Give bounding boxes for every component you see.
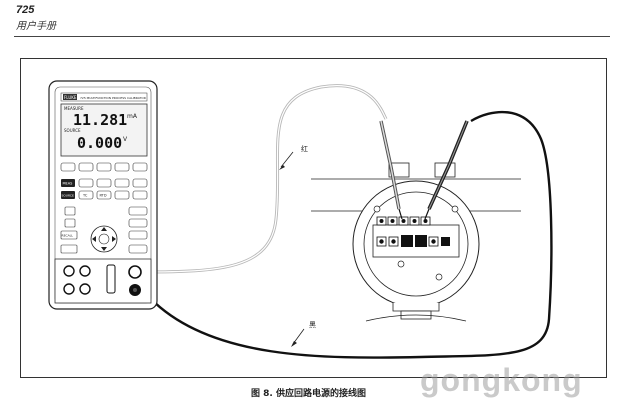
wire-red-pointer (280, 151, 294, 168)
mount-screw-icon (397, 260, 405, 268)
side-key-3[interactable] (128, 230, 148, 240)
mount-screw-icon (451, 205, 459, 213)
jack-3[interactable] (63, 283, 75, 295)
lcd-source-unit: V (123, 136, 128, 143)
source-key[interactable] (61, 191, 75, 199)
recall-key-label: RECALL (62, 234, 74, 238)
side-key-1[interactable] (128, 206, 148, 216)
side-key-4[interactable] (128, 244, 148, 254)
rtd-key-label: RTD (100, 194, 107, 198)
figure-frame: 红 黑 FLUKE 725 MULTIFUNCTION PROCESS CALI… (20, 58, 607, 378)
function-key-3[interactable] (114, 162, 130, 172)
setup-key[interactable] (64, 218, 76, 228)
up-arrow-key[interactable] (132, 178, 148, 188)
lcd-measure-value: 11.281 (73, 111, 127, 129)
meas-key[interactable] (61, 179, 75, 187)
wiring-diagram: 红 黑 FLUKE 725 MULTIFUNCTION PROCESS CALI… (48, 80, 553, 359)
source-key-label: SOURCE (62, 194, 74, 198)
manual-subtitle: 用户手册 (16, 21, 56, 32)
function-key-2[interactable] (96, 162, 112, 172)
jack-2[interactable] (79, 265, 91, 277)
ramp-key[interactable] (60, 244, 78, 254)
calibrator-model-label: 725 MULTIFUNCTION PROCESS CALIBRATOR (80, 96, 146, 100)
side-key-2[interactable] (128, 218, 148, 228)
figure-caption: 图 8. 供应回路电源的接线图 (251, 389, 366, 399)
meas-key-label: MEAS (63, 182, 74, 186)
lcd-measure-unit: mA (127, 113, 138, 120)
pad-left-icon (92, 236, 96, 242)
header-rule (14, 36, 610, 37)
wire-red-label: 红 (301, 144, 308, 153)
pad-up-icon (101, 227, 107, 231)
fluke-725-calibrator: FLUKE 725 MULTIFUNCTION PROCESS CALIBRAT… (48, 80, 158, 310)
tc-key[interactable] (78, 190, 94, 200)
function-key-4[interactable] (132, 162, 148, 172)
lcd-source-label: SOURCE (64, 128, 81, 133)
hz-key[interactable] (114, 178, 130, 188)
thermocouple-slot[interactable] (106, 264, 116, 294)
jack-4[interactable] (79, 283, 91, 295)
red-test-probe (379, 120, 403, 220)
calibrator-keypad: MEAS SOURCE TC RTD RECALL (60, 162, 148, 254)
lcd-source-value: 0.000 (77, 134, 122, 152)
lcd-measure-label: MEASURE (64, 106, 84, 111)
calibrator-brand: FLUKE (64, 95, 77, 100)
pad-right-icon (112, 236, 116, 242)
wire-black-label: 黑 (309, 321, 316, 329)
transmitter-housing (311, 162, 521, 322)
volts-key[interactable] (78, 178, 94, 188)
jack-red-plus[interactable] (128, 265, 142, 279)
celsius-key[interactable] (114, 190, 130, 200)
ma-key[interactable] (96, 178, 112, 188)
wire-black-pointer (292, 328, 305, 345)
recall-key[interactable] (60, 230, 78, 240)
pad-down-icon (101, 247, 107, 251)
jack-1[interactable] (63, 265, 75, 277)
mount-screw-icon (373, 205, 381, 213)
mount-screw-icon (435, 273, 443, 281)
down-arrow-key[interactable] (132, 190, 148, 200)
store-key[interactable] (64, 206, 76, 216)
terminal-screws (376, 216, 450, 247)
black-test-probe (424, 120, 469, 220)
black-lead-wire (150, 110, 553, 359)
tc-key-label: TC (82, 194, 88, 198)
manual-model-number: 725 (16, 4, 35, 16)
rtd-key[interactable] (96, 190, 112, 200)
lcd-screen (60, 103, 148, 157)
function-key-1[interactable] (78, 162, 94, 172)
watermark-text: gongkong (420, 362, 583, 398)
power-key[interactable] (60, 162, 76, 172)
